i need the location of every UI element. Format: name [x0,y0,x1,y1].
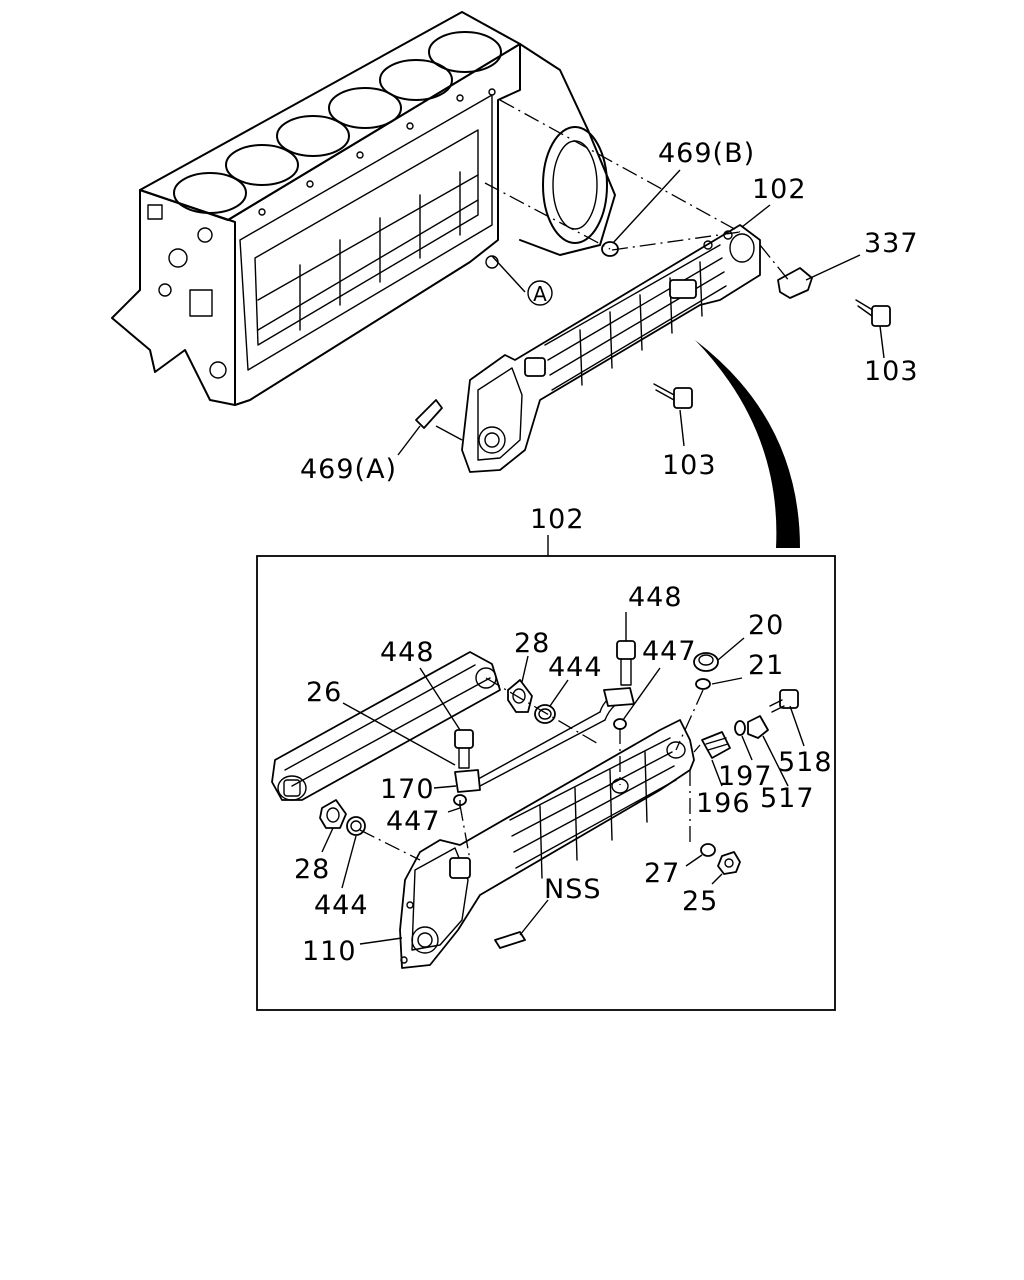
callout-nss: NSS [544,874,601,905]
callout-28-lower: 28 [294,854,330,885]
callout-517: 517 [760,783,815,814]
adapter-517 [747,715,769,739]
bolt-103-right [855,299,891,327]
pipe-170 [454,687,635,793]
callout-447-upper: 447 [642,636,697,667]
callout-170: 170 [380,774,435,805]
callout-196: 196 [696,788,751,819]
callout-102-detail: 102 [530,504,585,535]
oil-cooler-housing-110 [399,719,695,969]
gasket-28-upper [507,679,533,713]
detail-arrow [695,340,800,548]
plug-20 [693,652,719,672]
callout-103-right: 103 [864,356,919,387]
gasket-469a [415,399,443,429]
callout-518: 518 [778,747,833,778]
bolt-448-upper [616,640,636,686]
gasket-28-lower [319,799,347,829]
washer-197 [734,720,746,736]
callout-25: 25 [682,886,718,917]
callout-20: 20 [748,610,784,641]
callout-110: 110 [302,936,357,967]
o-ring-444-upper [534,704,556,724]
callout-102-top: 102 [752,174,807,205]
callout-469b: 469(B) [658,138,755,169]
o-ring-447-upper [613,718,627,730]
callout-447-lower: 447 [386,806,441,837]
reference-letter-a: A [533,282,547,306]
detail-frame [256,555,836,1011]
valve-196 [701,731,731,759]
washer-27 [700,843,716,857]
engine-block [111,11,616,406]
cooler-element-26 [271,651,501,801]
washer-21 [695,678,711,690]
nut-25 [717,851,741,875]
bolt-518 [769,689,799,713]
callout-28-upper: 28 [514,628,550,659]
callout-103-center: 103 [662,450,717,481]
bolt-448-left [454,729,474,769]
callout-444-lower: 444 [314,890,369,921]
callout-21: 21 [748,650,784,681]
callout-448-upper: 448 [628,582,683,613]
bolt-103-center [653,383,693,409]
callout-444-upper: 444 [548,652,603,683]
nss-plate [494,931,526,949]
callout-27: 27 [644,858,680,889]
o-ring-444-lower [346,816,366,836]
callout-337: 337 [864,228,919,259]
bracket-337 [777,267,813,299]
callout-197: 197 [718,761,773,792]
callout-26: 26 [306,677,342,708]
callout-469a: 469(A) [300,454,397,485]
oil-cooler-assembly-top [461,224,761,473]
reference-circle-a [527,280,553,306]
callout-448-left: 448 [380,637,435,668]
